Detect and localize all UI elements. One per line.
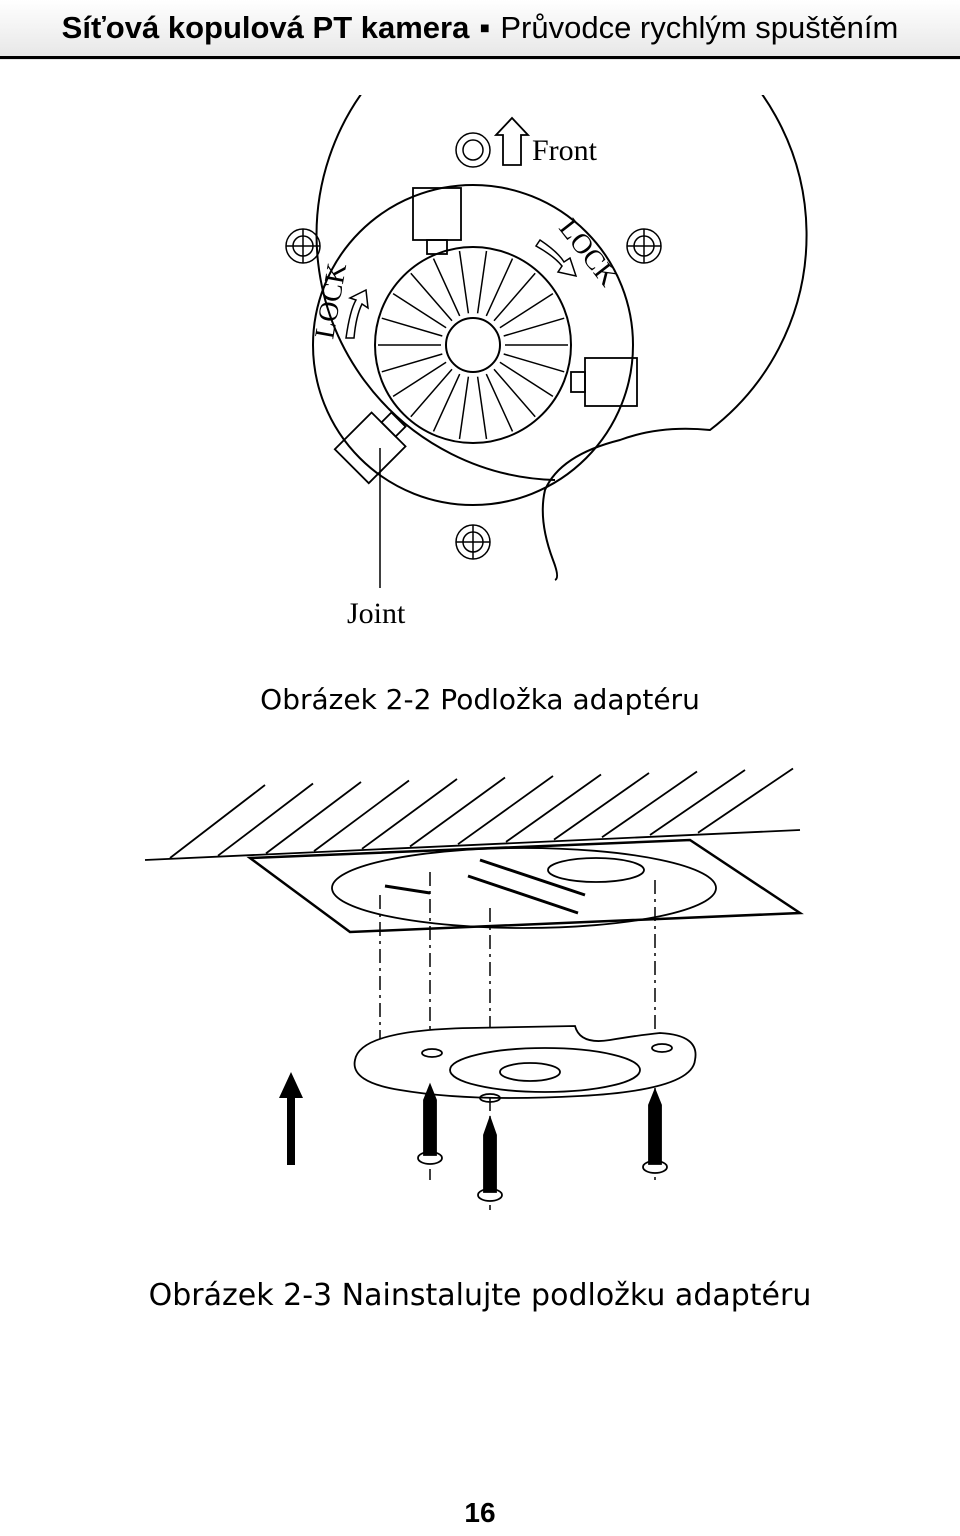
- joint-clip-right: [570, 357, 638, 407]
- label-joint: Joint: [347, 597, 406, 630]
- template-ellipse: [331, 847, 717, 929]
- header-rule: [0, 56, 960, 59]
- vent-line: [499, 292, 554, 329]
- hatch-line: [649, 769, 746, 836]
- upward-arrow-icon: [279, 1072, 303, 1165]
- hatch-line: [265, 781, 362, 855]
- screw-right: [642, 1087, 668, 1174]
- vent-line: [432, 373, 461, 432]
- screw-hole-bottom: [455, 524, 491, 560]
- vent-line: [458, 376, 470, 440]
- screw-left: [417, 1082, 443, 1165]
- vent-line: [493, 272, 536, 322]
- vent-line: [485, 373, 514, 432]
- vent-ring: [374, 246, 572, 444]
- front-arrow-icon: [493, 116, 531, 166]
- label-lock-right: LOCK: [552, 213, 623, 292]
- hatch-line: [601, 770, 698, 839]
- center-hole: [445, 317, 501, 373]
- vent-line: [499, 361, 554, 398]
- hatch-line: [217, 782, 314, 857]
- label-front: Front: [532, 134, 598, 167]
- header-product-name: Síťová kopulová PT kamera: [61, 10, 470, 45]
- screw-middle: [477, 1115, 503, 1202]
- hatch-line: [313, 779, 410, 852]
- hatch-line: [361, 778, 458, 850]
- label-lock-left: LOCK: [309, 261, 353, 341]
- lock-right-arrow-icon: [534, 238, 578, 278]
- hatch-line: [169, 784, 266, 859]
- figure-adapter-plate: Front LOCK LOCK Joint: [0, 0, 960, 635]
- joint-clip-bottom-left: [333, 411, 407, 485]
- vent-line: [458, 250, 470, 314]
- vent-slots: [378, 250, 568, 440]
- vent-line: [392, 292, 447, 329]
- figure-install-adapter: [0, 760, 960, 1220]
- vent-line: [476, 376, 488, 440]
- hatch-line: [457, 775, 554, 845]
- mounting-template: [246, 838, 804, 934]
- hatch-line: [553, 772, 650, 841]
- caption-figure-2-3: Obrázek 2-3 Nainstalujte podložku adapté…: [148, 1278, 812, 1313]
- vent-line: [381, 353, 443, 373]
- front-indicator-hole: [455, 132, 491, 168]
- hatch-line: [697, 767, 794, 834]
- header-separator: ▪: [479, 10, 491, 45]
- screw-hole-right: [626, 228, 662, 264]
- page-number: 16: [464, 1497, 496, 1528]
- install-adapter-drawing: [144, 767, 804, 1210]
- vent-line: [476, 250, 488, 314]
- vent-line: [493, 368, 536, 418]
- lock-left-arrow-icon: [345, 288, 369, 339]
- vent-line: [392, 361, 447, 398]
- caption-figure-2-2: Obrázek 2-2 Podložka adaptéru: [260, 683, 700, 716]
- vent-line: [410, 272, 453, 322]
- inner-ring: [312, 184, 634, 506]
- vent-line: [485, 258, 514, 317]
- vent-line: [410, 368, 453, 418]
- page-header: Síťová kopulová PT kamera ▪ Průvodce rychl…: [0, 0, 960, 60]
- vent-line: [381, 317, 443, 337]
- joint-clip-top: [412, 187, 462, 255]
- vent-line: [503, 353, 565, 373]
- header-title: Síťová kopulová PT kamera ▪ Průvodce rychl…: [0, 10, 960, 46]
- screw-hole-left: [285, 228, 321, 264]
- ceiling-hatching: [169, 767, 794, 859]
- adapter-plate-drawing: Front LOCK LOCK Joint: [285, 0, 808, 630]
- vent-line: [432, 258, 461, 317]
- vent-line: [503, 317, 565, 337]
- adapter-plate-perspective: [353, 1025, 697, 1099]
- plate-outline: [315, 0, 808, 581]
- hatch-line: [505, 773, 602, 843]
- header-guide-name: Průvodce rychlým spuštěním: [500, 10, 899, 45]
- hatch-line: [409, 776, 506, 848]
